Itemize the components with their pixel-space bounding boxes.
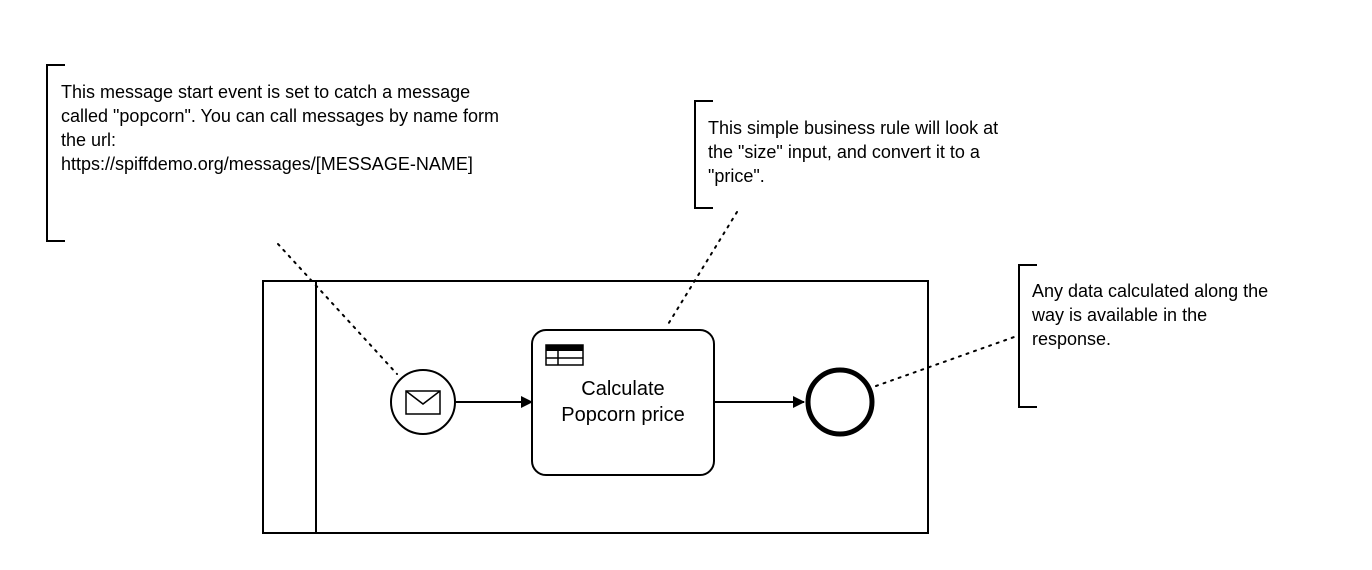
annotation-bracket-2[interactable] <box>694 100 713 209</box>
association-line-2[interactable] <box>666 211 738 327</box>
annotation-bracket-3[interactable] <box>1018 264 1037 408</box>
pool[interactable] <box>262 280 929 534</box>
task-label: Calculate Popcorn price <box>561 378 685 426</box>
annotation-text-2: This simple business rule will look at t… <box>708 118 999 186</box>
annotation-text-1: This message start event is set to catch… <box>61 82 500 174</box>
association-line-3[interactable] <box>875 335 1018 387</box>
annotation-bracket-1[interactable] <box>46 64 65 242</box>
envelope-icon <box>405 390 441 415</box>
annotation-text-3: Any data calculated along the way is ava… <box>1032 281 1269 349</box>
association-line-1[interactable] <box>277 243 398 375</box>
business-rule-task[interactable] <box>531 329 715 476</box>
table-icon <box>545 344 584 366</box>
end-event[interactable] <box>805 367 875 437</box>
message-start-event[interactable] <box>390 369 456 435</box>
